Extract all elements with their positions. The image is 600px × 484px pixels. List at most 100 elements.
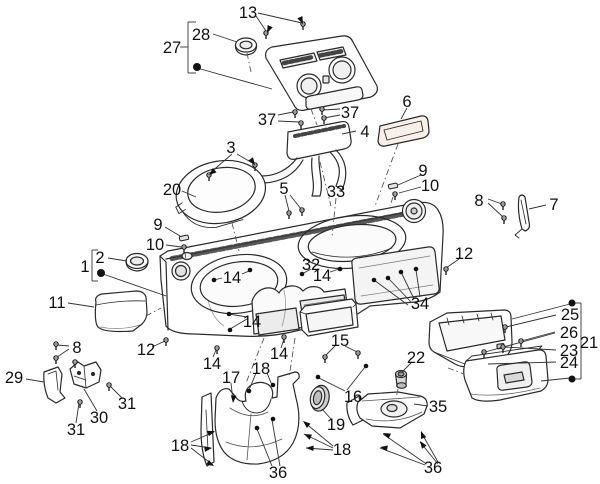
leader-line — [56, 348, 70, 358]
arrowhead-icon — [417, 439, 427, 449]
leader-line — [511, 303, 571, 320]
alignment-axis-line — [310, 108, 318, 126]
part-label-10: 10 — [421, 177, 439, 195]
leader-line — [324, 345, 336, 357]
part-label-31: 31 — [118, 395, 136, 413]
radio-support-box — [299, 298, 359, 337]
clip-icon — [178, 234, 190, 242]
part-label-18: 18 — [333, 441, 351, 459]
fastener-dot — [337, 266, 343, 272]
upper-pocket — [377, 115, 430, 147]
side-bracket — [514, 194, 531, 239]
part-label-12: 12 — [137, 341, 155, 359]
arrowhead-icon — [418, 430, 427, 440]
leader-line — [382, 433, 426, 464]
leader-line — [520, 331, 556, 342]
screw-icon — [299, 207, 305, 217]
fastener-dot — [398, 269, 404, 275]
leader-line — [321, 408, 332, 420]
leader-line — [248, 372, 257, 391]
part-label-12: 12 — [455, 245, 473, 263]
fastener-dot — [193, 63, 201, 71]
leader-line — [400, 271, 415, 300]
screw-icon — [322, 354, 328, 364]
part-label-4: 4 — [360, 123, 369, 141]
leader-line — [151, 340, 166, 348]
leader-line — [322, 108, 341, 111]
leader-line — [75, 402, 80, 424]
part-label-14: 14 — [313, 267, 331, 285]
leader-line — [397, 174, 422, 186]
part-label-18: 18 — [252, 360, 270, 378]
part-label-30: 30 — [90, 409, 108, 427]
part-label-37: 37 — [341, 104, 359, 122]
screw-icon — [214, 345, 220, 355]
part-label-21: 21 — [580, 334, 598, 352]
leader-line — [25, 378, 45, 383]
leader-line — [346, 366, 366, 391]
cluster-bezel — [175, 159, 267, 229]
screw-icon — [281, 334, 287, 344]
leader-line — [528, 204, 547, 210]
leader-line — [83, 388, 98, 412]
leader-line — [329, 268, 340, 273]
part-label-36: 36 — [424, 459, 442, 477]
side-pocket — [94, 290, 148, 333]
arrowhead-icon — [302, 431, 312, 440]
part-label-14: 14 — [223, 269, 241, 287]
part-label-31: 31 — [67, 421, 85, 439]
lower-tray — [346, 391, 428, 429]
leader-line — [109, 385, 123, 399]
leader-line — [266, 372, 273, 386]
part-label-20: 20 — [163, 181, 181, 199]
knob-ring — [234, 37, 258, 56]
mount-bracket-30 — [69, 361, 102, 389]
part-label-14: 14 — [270, 345, 288, 363]
arrowhead-icon — [305, 445, 314, 452]
part-label-25: 25 — [561, 306, 579, 324]
screw-icon — [292, 109, 298, 119]
fastener-dot — [371, 277, 377, 283]
part-label-1: 1 — [80, 258, 89, 276]
leader-line — [164, 226, 181, 237]
leader-line — [212, 33, 238, 43]
leader-line — [255, 15, 267, 32]
leader-line — [379, 447, 426, 466]
leader-line — [415, 269, 421, 298]
fastener-dot — [363, 363, 369, 369]
leader-line — [257, 12, 303, 24]
screw-icon — [163, 337, 169, 347]
screw-icon — [298, 120, 304, 130]
leader-line — [387, 277, 412, 303]
leader-line — [289, 194, 302, 210]
leader-line — [102, 273, 167, 297]
part-label-2: 2 — [95, 249, 104, 267]
fastener-dot — [246, 388, 252, 394]
fastener-dot — [97, 269, 105, 277]
part-label-10: 10 — [146, 236, 164, 254]
screw-icon — [518, 338, 524, 348]
leader-line — [398, 186, 422, 194]
screw-icon — [355, 350, 361, 360]
part-label-26: 26 — [560, 324, 578, 342]
leader-line — [318, 377, 346, 392]
leader-line — [413, 403, 429, 407]
part-label-37: 37 — [258, 111, 276, 129]
part-label-35: 35 — [429, 398, 447, 416]
alignment-axis-line — [395, 388, 399, 399]
part-label-11: 11 — [48, 294, 65, 312]
part-label-29: 29 — [5, 369, 23, 387]
fastener-dot — [568, 375, 576, 383]
part-label-14: 14 — [203, 355, 221, 373]
part-label-5: 5 — [279, 180, 288, 198]
leader-line — [540, 377, 571, 382]
screw-icon — [501, 215, 507, 225]
part-label-19: 19 — [327, 416, 345, 434]
leader-line — [241, 270, 250, 275]
alignment-axis-line — [319, 161, 332, 207]
leader-line — [107, 257, 128, 262]
fastener-dot — [299, 271, 305, 277]
part-label-8: 8 — [474, 192, 483, 210]
leader-line — [196, 67, 273, 90]
alignment-axis-line — [374, 143, 399, 207]
